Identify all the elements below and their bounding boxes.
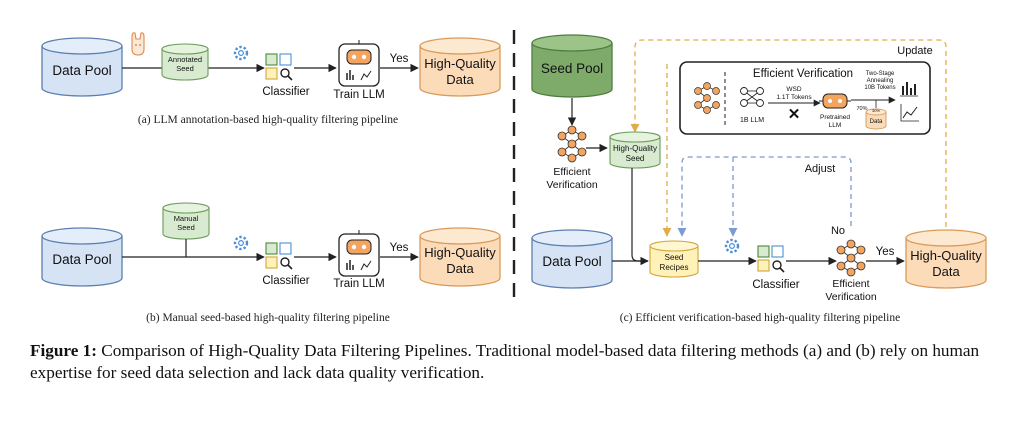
efficient-verification-inset: Efficient Verification 1B LLM WSD 1.1T T… [679,61,931,135]
inset-data-label: Data [870,119,883,125]
manual-seed-label-1: Manual [174,214,199,223]
hq-data-label-a-1: High-Quality [424,56,496,71]
seed-recipes-cylinder: Seed Recipes [649,240,699,278]
hq-data-label-b-1: High-Quality [424,245,496,260]
yes-label-a: Yes [390,53,409,65]
classifier-icon [265,242,293,270]
seed-recipes-label-2: Recipes [660,263,689,272]
classifier-label-c: Classifier [752,279,799,291]
inset-pretrained-label-2: LLM [829,122,842,129]
annotated-seed-label-2: Seed [176,64,194,73]
manual-seed-label-2: Seed [177,223,195,232]
yes-label-c: Yes [876,246,895,258]
update-label: Update [897,45,932,57]
inset-annealing-label-1: Two-Stage [866,71,895,77]
hq-data-label-b-2: Data [446,261,474,276]
hq-data-label-c-2: Data [932,264,960,279]
inset-bar-chart-icon [900,82,918,97]
inset-1b-llm-label: 1B LLM [740,117,764,124]
data-pool-cylinder-a: Data Pool [41,37,123,97]
inset-pretrained-label-1: Pretrained [820,114,850,121]
inset-annealing-label-2: Annealing [867,78,894,84]
inset-cross-icon: ✕ [788,106,801,123]
inset-1b-llm-icon [740,87,764,107]
annotated-seed-label-1: Annotated [168,55,202,64]
classifier-label-b: Classifier [262,275,309,287]
inset-30pct-label: 30% [872,108,880,113]
seed-recipes-label-1: Seed [665,253,684,262]
llama-icon [131,32,145,56]
data-pool-label-b: Data Pool [52,252,111,267]
hq-data-cylinder-b: High-Quality Data [419,227,501,287]
data-pool-label-a: Data Pool [52,63,111,78]
efficient-verification-network-icon [557,125,587,163]
panel-c: Update Adjust Seed Pool Efficient Verifi… [531,34,987,324]
figure-caption-label: Figure 1: [30,341,97,360]
classifier-icon [757,245,785,273]
inset-line-chart-icon [900,104,919,122]
hq-seed-label-2: Seed [626,154,645,163]
inset-title: Efficient Verification [753,68,853,80]
inset-tokens-label: 1.1T Tokens [776,94,812,101]
efficient-verification-label-top-2: Verification [546,179,598,191]
no-label: No [831,225,845,237]
inset-data-cylinder: 30% Data [865,108,887,130]
gear-icon [233,45,249,61]
train-llm-robot-icon-a [338,40,380,87]
efficient-verification-label-bottom-1: Efficient [832,278,869,290]
hq-seed-cylinder: High-Quality Seed [609,131,661,169]
hq-data-cylinder-c: High-Quality Data [905,229,987,289]
gear-icon [724,238,740,254]
inset-annealing-label-3: 10B Tokens [864,85,895,91]
seed-pool-cylinder: Seed Pool [531,34,613,98]
train-llm-robot-icon-b [338,230,380,277]
adjust-label: Adjust [805,163,836,175]
train-llm-label-b: Train LLM [333,278,384,290]
manual-seed-cylinder: Manual Seed [162,202,210,240]
data-pool-label-c: Data Pool [542,254,601,269]
adjust-loop [677,156,852,237]
hq-data-label-c-1: High-Quality [910,248,982,263]
annotated-seed-cylinder: Annotated Seed [161,43,209,81]
panel-b-caption: (b) Manual seed-based high-quality filte… [146,312,390,324]
panel-c-caption: (c) Efficient verification-based high-qu… [620,312,900,324]
data-pool-cylinder-b: Data Pool [41,227,123,287]
classifier-icon [265,53,293,81]
figure-caption: Figure 1: Comparison of High-Quality Dat… [30,340,1000,384]
yes-label-b: Yes [390,242,409,254]
pipeline-comparison-diagram: Data Pool Annotated Seed Classifier [41,30,987,324]
efficient-verification-label-top-1: Efficient [553,166,590,178]
figure-caption-text: Comparison of High-Quality Data Filterin… [30,341,980,382]
hq-data-label-a-2: Data [446,72,474,87]
train-llm-label-a: Train LLM [333,89,384,101]
inset-network-icon [694,82,720,114]
panel-a: Data Pool Annotated Seed Classifier [41,32,501,126]
panel-a-caption: (a) LLM annotation-based high-quality fi… [138,114,398,126]
inset-wsd-label: WSD [786,86,801,93]
data-pool-cylinder-c: Data Pool [531,229,613,289]
efficient-verification-label-bottom-2: Verification [825,291,877,303]
efficient-verification-network-icon [836,239,866,277]
hq-seed-label-1: High-Quality [613,144,657,153]
inset-70pct-label: 70% [856,106,867,112]
gear-icon [233,235,249,251]
classifier-label-a: Classifier [262,86,309,98]
inset-pretrained-robot-icon [819,93,851,109]
panel-b: Data Pool Manual Seed Classifier [41,202,501,324]
hq-data-cylinder-a: High-Quality Data [419,37,501,97]
seed-pool-label: Seed Pool [541,61,603,76]
update-loop [630,39,947,236]
